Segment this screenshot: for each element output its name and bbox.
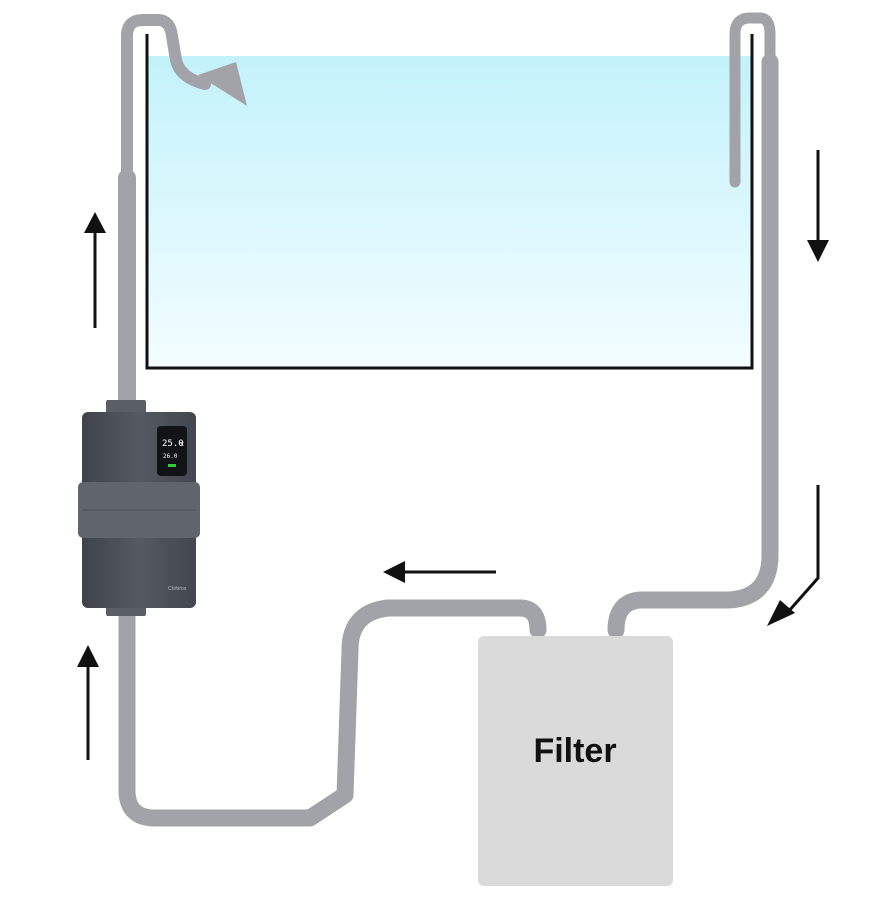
- heater-top-fitting: [106, 400, 146, 414]
- heater-display-sub: 26.0: [163, 453, 178, 460]
- heater-brand: Chihiros: [168, 586, 187, 592]
- filter-box: [478, 636, 673, 886]
- heater-display-temp: 25.0: [162, 439, 184, 449]
- inline-heater: 25.0 °C 26.0 Chihiros: [78, 400, 200, 616]
- intake-hose: [607, 12, 779, 639]
- heater-status-led: [168, 464, 176, 467]
- return-hose: [118, 14, 547, 827]
- arrow-down-icon: [807, 150, 829, 262]
- aquarium-tank: [145, 34, 754, 370]
- heater-display-unit: °C: [178, 442, 184, 448]
- arrow-left-icon: [383, 561, 496, 583]
- arrow-up-icon: [84, 212, 106, 328]
- tank-water: [147, 56, 752, 368]
- filter-label: Filter: [533, 732, 616, 770]
- heater-display: [157, 426, 187, 476]
- arrow-down-left-icon: [767, 485, 820, 626]
- arrow-up-icon: [77, 645, 99, 760]
- spray-nozzle: [198, 62, 247, 106]
